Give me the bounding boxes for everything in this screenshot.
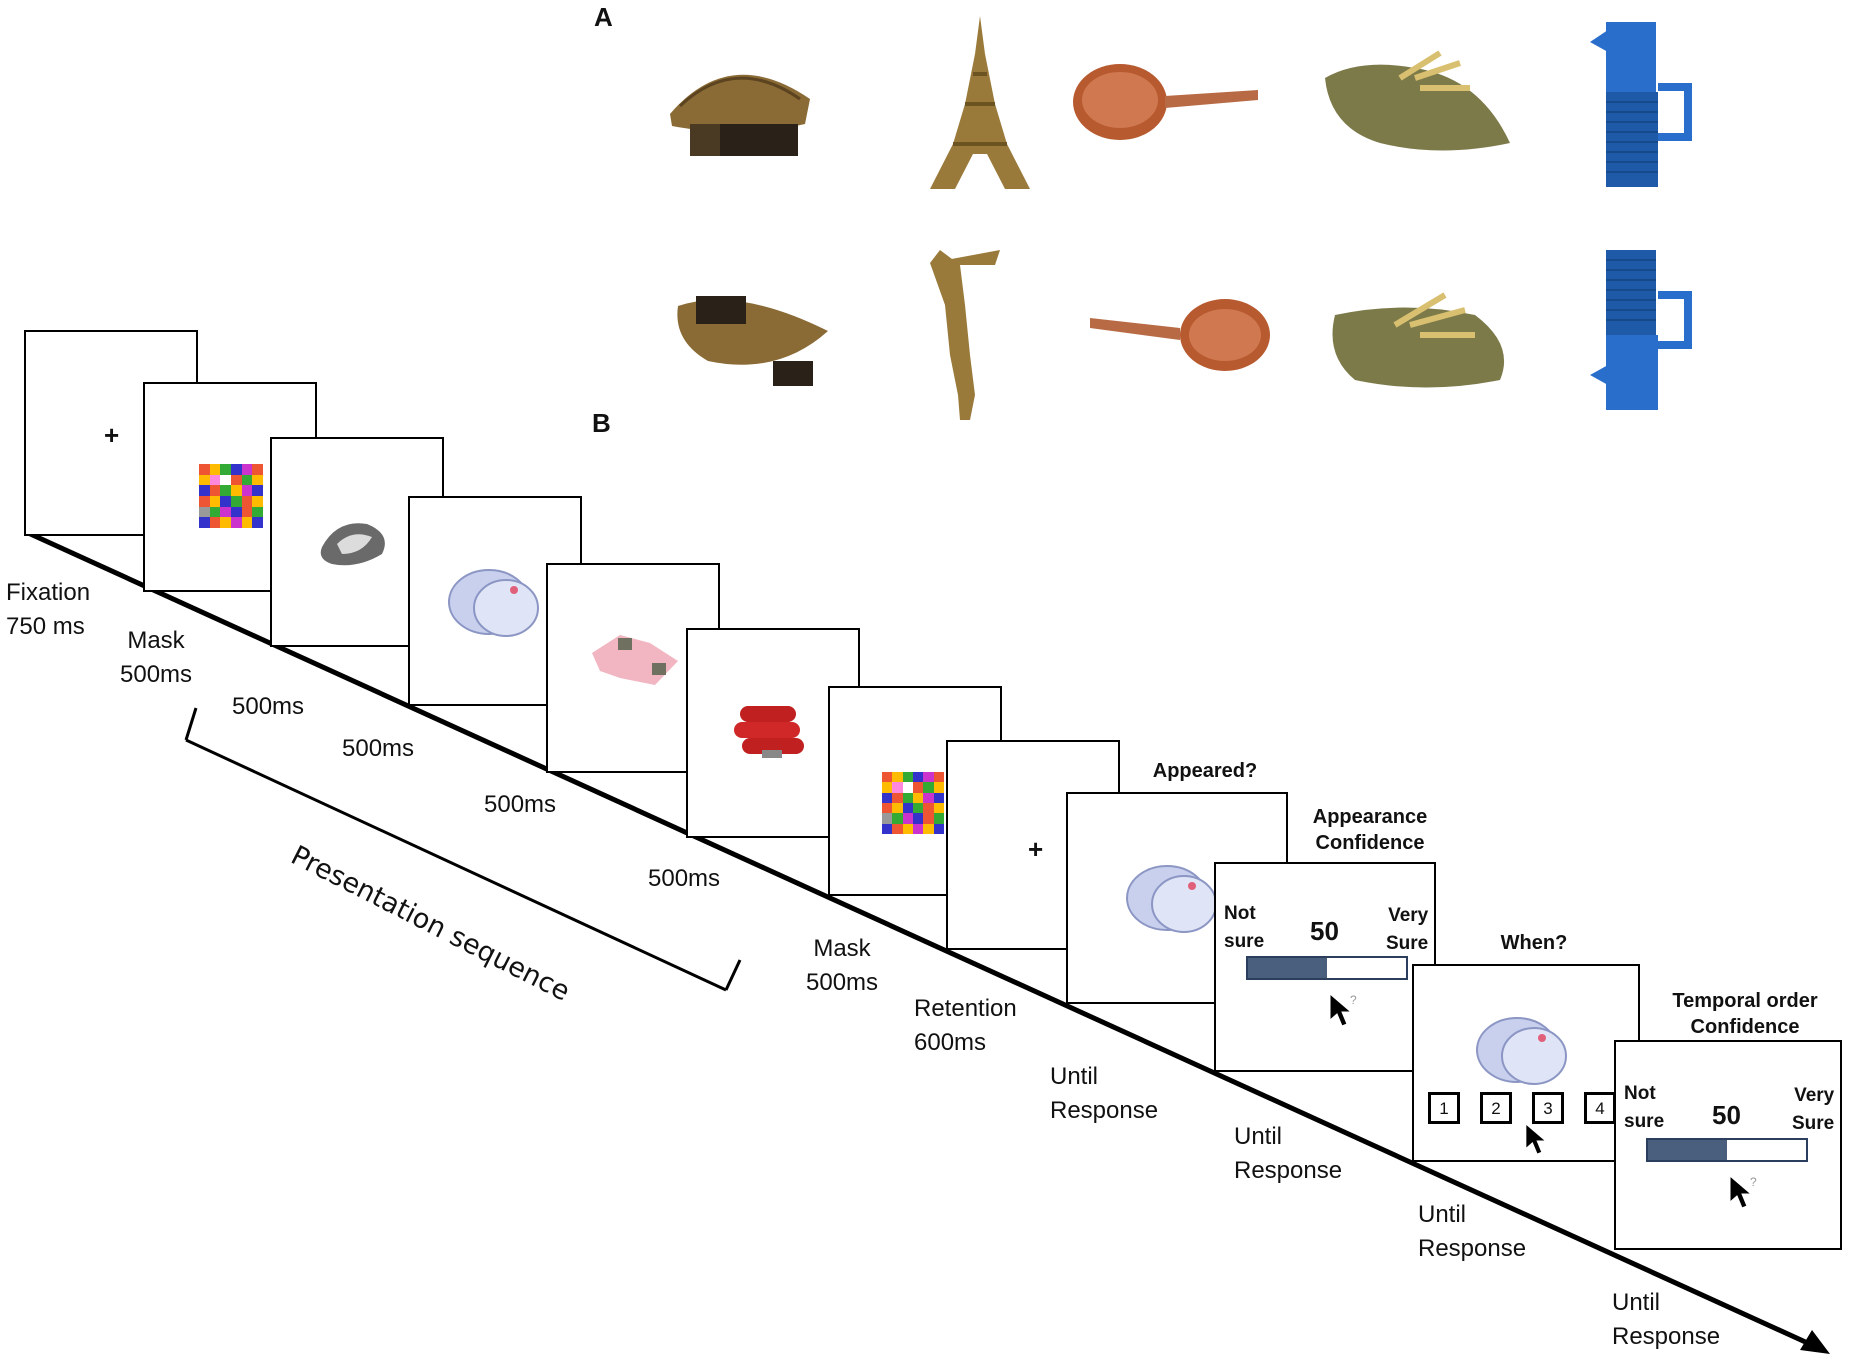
- hut-icon: [670, 74, 810, 156]
- confidence-slider[interactable]: [1246, 956, 1408, 980]
- fixation-cross: +: [104, 420, 120, 450]
- confidence-value: 50: [1712, 1100, 1741, 1130]
- sack-rotated-icon: [1332, 292, 1505, 388]
- sack-icon: [1325, 50, 1510, 151]
- timing-until-response-3: Until Response: [1418, 1201, 1527, 1262]
- order-option-4[interactable]: 4: [1584, 1092, 1616, 1124]
- confidence-slider-fill: [1648, 1140, 1727, 1160]
- order-option-1[interactable]: 1: [1428, 1092, 1460, 1124]
- very-sure-label: Very Sure: [1386, 905, 1429, 954]
- timing-stimulus-1: 500ms: [232, 693, 305, 720]
- not-sure-label: Not sure: [1624, 1083, 1665, 1132]
- confidence-slider-fill: [1248, 958, 1327, 978]
- probe-object-icon: [1126, 865, 1217, 933]
- timing-stimulus-2: 500ms: [342, 735, 415, 762]
- coffee-pot-rotated-icon: [1590, 250, 1692, 410]
- order-option-3[interactable]: 3: [1532, 1092, 1564, 1124]
- mouse-cursor-icon: [1525, 1123, 1547, 1155]
- fixation-cross: +: [1028, 834, 1044, 864]
- hut-rotated-icon: [677, 296, 828, 386]
- frame-when: 1 2 3 4: [1412, 964, 1640, 1162]
- timing-mask-1: Mask 500ms: [120, 627, 193, 688]
- panel-a-label: A: [594, 2, 613, 32]
- mouse-cursor-icon: ?: [1729, 1174, 1757, 1209]
- timing-stimulus-3: 500ms: [484, 791, 557, 818]
- timing-until-response-1: Until Response: [1050, 1063, 1159, 1124]
- mask-pattern-icon: [882, 772, 944, 834]
- eiffel-tower-icon: [930, 16, 1030, 189]
- eiffel-tower-rotated-icon: [930, 250, 1000, 420]
- svg-text:?: ?: [1350, 993, 1357, 1007]
- question-temporal-confidence: Temporal order Confidence: [1672, 990, 1818, 1038]
- frying-pan-rotated-icon: [1090, 299, 1270, 371]
- object-4-icon: [734, 706, 804, 758]
- timing-mask-2: Mask 500ms: [806, 935, 879, 996]
- confidence-value: 50: [1310, 916, 1339, 946]
- mouse-cursor-icon: ?: [1329, 992, 1357, 1027]
- object-3-icon: [592, 635, 678, 685]
- object-2-icon: [448, 569, 539, 637]
- object-1-icon: [320, 523, 385, 566]
- presentation-bracket: [184, 707, 742, 992]
- frying-pan-icon: [1073, 64, 1258, 140]
- timing-until-response-4: Until Response: [1612, 1289, 1721, 1350]
- timing-fixation: Fixation 750 ms: [6, 579, 91, 640]
- timing-retention: Retention 600ms: [914, 995, 1017, 1056]
- timing-stimulus-4: 500ms: [648, 865, 721, 892]
- frame-appearance-confidence: Not sure 50 Very Sure ?: [1214, 862, 1436, 1072]
- question-when: When?: [1500, 932, 1568, 954]
- frame-stimulus-4: [686, 628, 860, 838]
- panel-b-label: B: [592, 408, 611, 438]
- confidence-slider[interactable]: [1646, 1138, 1808, 1162]
- not-sure-label: Not sure: [1224, 903, 1265, 952]
- probe-object-icon: [1476, 1017, 1567, 1085]
- timing-until-response-2: Until Response: [1234, 1123, 1343, 1184]
- order-option-2[interactable]: 2: [1480, 1092, 1512, 1124]
- very-sure-label: Very Sure: [1792, 1085, 1835, 1134]
- svg-text:?: ?: [1750, 1175, 1757, 1189]
- question-appearance-confidence: Appearance Confidence: [1312, 806, 1428, 854]
- question-appeared: Appeared?: [1152, 760, 1258, 782]
- coffee-pot-icon: [1590, 22, 1692, 187]
- frame-temporal-confidence: Not sure 50 Very Sure ?: [1614, 1040, 1842, 1250]
- mask-pattern-icon: [199, 464, 263, 528]
